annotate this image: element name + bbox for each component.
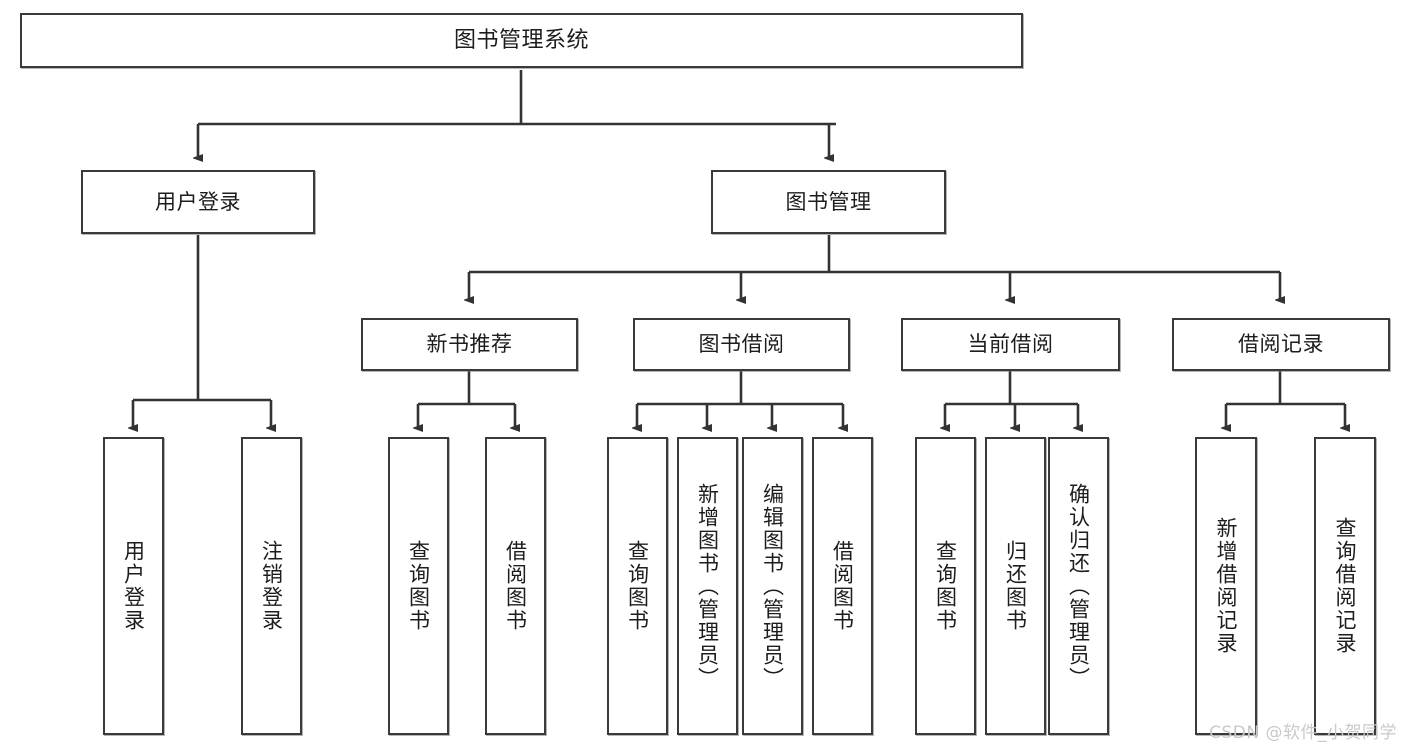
- node-user-login[interactable]: 用户登录: [81, 170, 315, 234]
- node-root-system[interactable]: 图书管理系统: [20, 13, 1023, 68]
- node-label: 用户登录: [155, 189, 241, 214]
- leaf-query-borrow-record[interactable]: 查询借阅记录: [1314, 437, 1376, 735]
- watermark-text: CSDN @软件_小贺同学: [1209, 723, 1397, 743]
- leaf-return-book[interactable]: 归还图书: [985, 437, 1046, 735]
- node-label: 借阅图书: [830, 540, 855, 632]
- node-label: 借阅图书: [503, 540, 528, 632]
- node-label: 图书借阅: [698, 332, 785, 357]
- node-label: 用户登录: [121, 540, 146, 632]
- leaf-query-book-new[interactable]: 查询图书: [388, 437, 449, 735]
- node-label: 确认归还（管理员）: [1066, 482, 1091, 690]
- node-label: 图书管理: [785, 189, 872, 214]
- node-book-management[interactable]: 图书管理: [711, 170, 946, 234]
- node-label: 归还图书: [1003, 540, 1028, 632]
- node-label: 新书推荐: [426, 332, 513, 357]
- node-label: 当前借阅: [967, 332, 1054, 357]
- node-label: 新增借阅记录: [1214, 517, 1239, 655]
- leaf-add-borrow-record[interactable]: 新增借阅记录: [1195, 437, 1257, 735]
- leaf-query-book-current[interactable]: 查询图书: [915, 437, 976, 735]
- node-borrow-record[interactable]: 借阅记录: [1172, 318, 1390, 371]
- node-label: 查询图书: [933, 540, 958, 632]
- leaf-add-book-admin[interactable]: 新增图书（管理员）: [677, 437, 738, 735]
- leaf-user-logout[interactable]: 注销登录: [241, 437, 302, 735]
- node-label: 查询借阅记录: [1333, 517, 1358, 655]
- node-label: 注销登录: [259, 540, 284, 632]
- node-book-borrow[interactable]: 图书借阅: [633, 318, 850, 371]
- node-label: 编辑图书（管理员）: [760, 482, 785, 690]
- leaf-confirm-return-admin[interactable]: 确认归还（管理员）: [1048, 437, 1109, 735]
- node-new-book-recommend[interactable]: 新书推荐: [361, 318, 578, 371]
- leaf-edit-book-admin[interactable]: 编辑图书（管理员）: [742, 437, 803, 735]
- node-current-borrow[interactable]: 当前借阅: [901, 318, 1120, 371]
- node-label: 借阅记录: [1238, 332, 1324, 357]
- leaf-borrow-book[interactable]: 借阅图书: [812, 437, 873, 735]
- leaf-user-login[interactable]: 用户登录: [103, 437, 164, 735]
- node-label: 查询图书: [625, 540, 650, 632]
- leaf-query-book-borrow[interactable]: 查询图书: [607, 437, 668, 735]
- node-label: 新增图书（管理员）: [695, 482, 720, 690]
- node-label: 图书管理系统: [453, 27, 589, 53]
- node-label: 查询图书: [406, 540, 431, 632]
- leaf-borrow-book-new[interactable]: 借阅图书: [485, 437, 546, 735]
